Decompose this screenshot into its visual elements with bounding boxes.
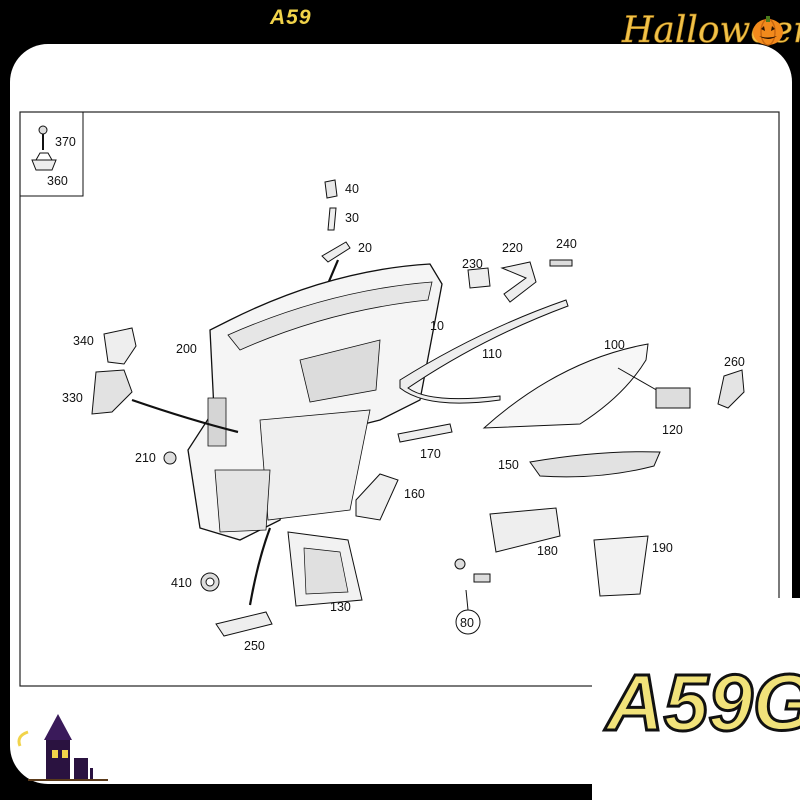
label-200: 200 xyxy=(176,342,197,356)
label-20: 20 xyxy=(358,241,372,255)
brand-logo: A59G xyxy=(603,657,800,749)
part-80-fasteners xyxy=(454,558,491,583)
part-220-trim xyxy=(500,261,537,303)
label-150: 150 xyxy=(498,458,519,472)
label-170: 170 xyxy=(420,447,441,461)
part-110-seal-strip xyxy=(399,299,569,404)
diagram-frame xyxy=(19,111,780,687)
label-410: 410 xyxy=(171,576,192,590)
label-210: 210 xyxy=(135,451,156,465)
label-130: 130 xyxy=(330,600,351,614)
part-330-armrest-cap xyxy=(91,369,133,415)
label-160: 160 xyxy=(404,487,425,501)
label-180: 180 xyxy=(537,544,558,558)
pumpkin-icon xyxy=(753,16,783,46)
part-130-speaker-cover xyxy=(287,531,363,607)
label-360: 360 xyxy=(47,174,68,188)
leader-80 xyxy=(465,589,469,611)
brand-panel xyxy=(592,598,800,800)
label-120: 120 xyxy=(662,423,683,437)
part-190-panel xyxy=(593,535,649,597)
part-360-clip xyxy=(31,152,57,171)
part-120-switch xyxy=(655,387,691,409)
label-220: 220 xyxy=(502,241,523,255)
part-230-clip xyxy=(467,267,491,289)
haunted-house-icon xyxy=(17,714,108,781)
part-150-armrest xyxy=(529,451,661,478)
header-title: A59 xyxy=(270,6,312,29)
part-370-screw xyxy=(38,125,48,150)
label-110: 110 xyxy=(482,347,502,361)
label-230: 230 xyxy=(462,257,483,271)
label-30: 30 xyxy=(345,211,359,225)
label-40: 40 xyxy=(345,182,359,196)
label-80-circle xyxy=(455,609,481,635)
part-200-door-panel xyxy=(187,263,443,541)
part-20-handle-trim xyxy=(321,241,351,263)
part-160-trim-panel xyxy=(355,473,399,521)
leader-100 xyxy=(617,367,661,393)
label-340: 340 xyxy=(73,334,94,348)
part-250-pull-handle xyxy=(215,611,273,637)
part-410-grommet xyxy=(200,572,220,592)
part-170-strip xyxy=(397,423,453,443)
inset-box xyxy=(20,112,84,197)
label-80: 80 xyxy=(460,616,474,630)
label-250: 250 xyxy=(244,639,265,653)
part-180-pocket xyxy=(489,507,561,553)
part-40-clip xyxy=(324,179,338,199)
part-260-bracket xyxy=(717,369,745,409)
part-210-plug xyxy=(163,451,177,465)
label-10: 10 xyxy=(430,319,444,333)
label-100: 100 xyxy=(604,338,625,352)
label-190: 190 xyxy=(652,541,673,555)
leader-250 xyxy=(248,527,272,606)
part-340-switch-housing xyxy=(103,327,137,365)
label-370: 370 xyxy=(55,135,76,149)
part-100-window-glass xyxy=(482,343,649,429)
leader-330 xyxy=(131,398,239,434)
label-260: 260 xyxy=(724,355,745,369)
part-30-bracket xyxy=(327,207,337,231)
brand-logo-text: A59G xyxy=(604,658,800,747)
label-330: 330 xyxy=(62,391,83,405)
label-240: 240 xyxy=(556,237,577,251)
part-240-screw xyxy=(549,259,573,267)
